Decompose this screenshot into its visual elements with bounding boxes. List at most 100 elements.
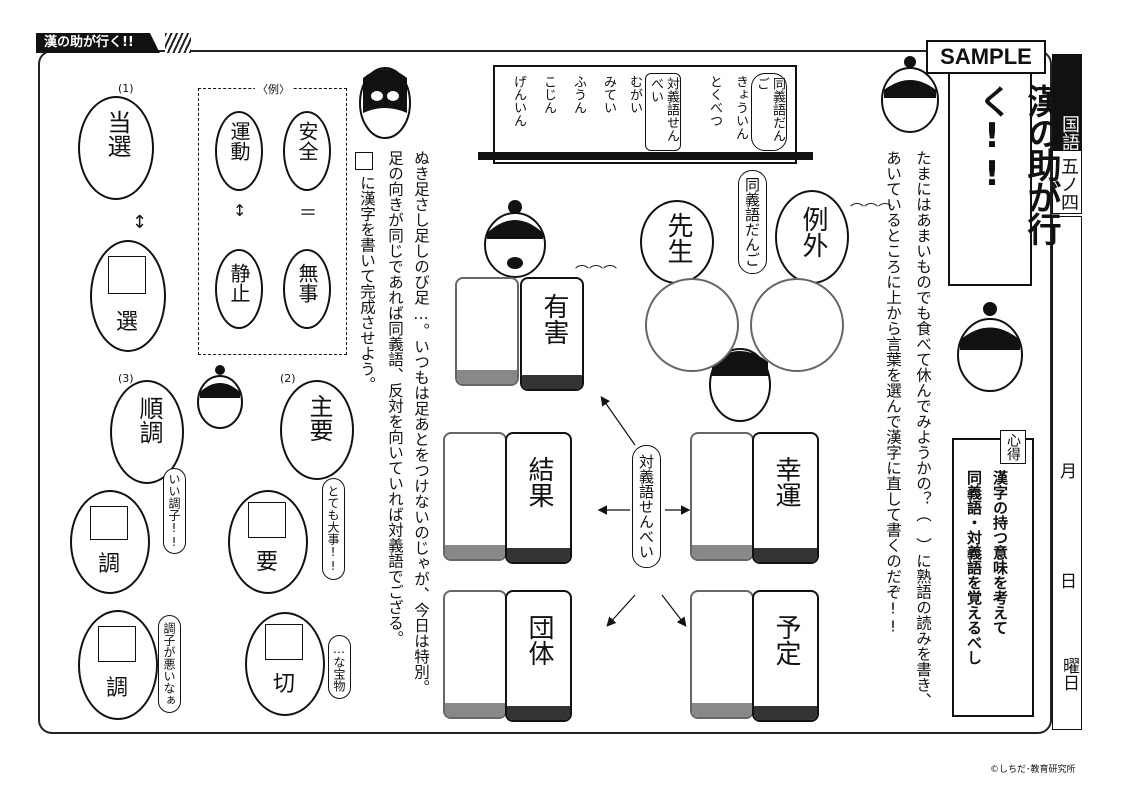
q3-answer-box-2[interactable] <box>98 626 136 662</box>
example-label: 〈例〉 <box>255 81 292 97</box>
q2-top-text: 主要 <box>305 394 333 442</box>
ninja-mascot-top-right <box>881 56 939 133</box>
example-foot-bot-right: 無事 <box>283 249 331 329</box>
ninja-mascot-right <box>957 302 1023 392</box>
example-arrow: ↕ <box>233 201 247 220</box>
dango-label: 同義語だんご <box>738 170 767 274</box>
q3-bubble-1: いい調子!! <box>163 468 186 554</box>
q1-answer-box[interactable] <box>108 256 146 294</box>
word-5: ふうん <box>571 75 586 114</box>
kokoroe-line2: 同義語・対義語を覚えるべし <box>965 470 983 665</box>
q2-bubble-2: …な宝物 <box>328 635 351 699</box>
instructions-intro: たまにはあまいものでも食べて休んでみようかの？（ ）に熟語の読みを書き、あいてい… <box>884 150 932 708</box>
word-6: こじん <box>541 75 556 114</box>
senbei-top-left: 有害 <box>520 277 584 391</box>
ninja-mascot-center <box>359 67 411 139</box>
example-top-left-text: 運動 <box>227 121 251 161</box>
example-foot-top-left: 運動 <box>215 111 263 191</box>
example-top-right-text: 安全 <box>295 121 319 161</box>
word-box: 同義語だんご 対義語せんべい きょういん とくべつ むがい みてい ふうん こじ… <box>493 65 797 164</box>
q3-bubble-2: 調子が悪いなぁ <box>158 615 181 713</box>
example-foot-top-right: 安全 <box>283 111 331 191</box>
worksheet-frame <box>38 50 1052 734</box>
kokoroe-label: 心得 <box>1000 430 1026 464</box>
word-box-base <box>478 152 813 160</box>
word-3: むがい <box>627 75 642 114</box>
q3-bot-char: 調 <box>106 676 129 701</box>
word-7: げんいん <box>511 75 526 127</box>
reading-blank-1[interactable]: ⌒⌒⌒ <box>575 265 617 281</box>
reading-blank-2[interactable]: ⌒⌒⌒ <box>850 203 892 219</box>
ninja-mascot-left <box>197 365 243 429</box>
q1-arrow: ↕ <box>132 212 148 233</box>
senbei-bot-left-blank <box>443 590 507 719</box>
dango-blank-right <box>750 278 844 372</box>
unit-label: 五ノ四 <box>1052 150 1082 214</box>
q3-top-text: 順調 <box>135 396 163 444</box>
q3-mid-char: 調 <box>98 552 121 577</box>
example-bot-left-text: 静止 <box>227 263 251 303</box>
date-weekday: 曜日 <box>1059 657 1079 691</box>
senbei-mid-left-text: 結果 <box>524 456 554 508</box>
senbei-top-left-text: 有害 <box>539 293 569 345</box>
q1-top-text: 当選 <box>103 110 131 158</box>
word-4: みてい <box>601 75 616 114</box>
word-2: とくべつ <box>707 75 722 127</box>
q2-mid-char: 要 <box>256 550 279 575</box>
date-column: 月 日 曜日 <box>1052 216 1082 730</box>
copyright: ©しちだ･教育研究所 <box>990 765 1076 775</box>
word-box-tag-dougigo: 同義語だんご <box>751 73 787 151</box>
q3-foot-mid: 調 <box>70 490 150 594</box>
dango-right-text: 例外 <box>798 206 828 258</box>
example-box: 〈例〉 運動 安全 ↕ ＝ 静止 無事 <box>198 81 347 355</box>
q2-bot-char: 切 <box>273 672 296 697</box>
example-bot-right-text: 無事 <box>295 263 319 303</box>
q2-answer-box-2[interactable] <box>265 624 303 660</box>
senbei-mid-left: 結果 <box>505 432 572 564</box>
dango-right: 例外 <box>775 190 849 284</box>
q1-foot-top: 当選 <box>78 96 154 200</box>
header-stripes <box>165 33 191 53</box>
date-day: 日 <box>1060 572 1077 592</box>
ninja-mascot-surprised <box>484 200 546 278</box>
senbei-bot-right-text: 予定 <box>771 614 801 666</box>
dango-left-text: 先生 <box>663 212 693 264</box>
q2-foot-mid: 要 <box>228 490 308 594</box>
title-banner: 漢の助が行く!! <box>948 72 1061 286</box>
q3-answer-box-1[interactable] <box>90 506 128 540</box>
q2-foot-top: 主要 <box>280 380 354 480</box>
dango-left: 先生 <box>640 200 714 284</box>
senbei-bot-left: 団体 <box>505 590 572 722</box>
example-equal: ＝ <box>299 203 317 224</box>
q1-bottom-char: 選 <box>116 310 139 335</box>
kanji-answer-box-sample <box>355 152 373 170</box>
instructions-footsteps-2: に漢字を書いて完成させよう。 <box>358 175 376 392</box>
senbei-mid-right-blank <box>690 432 754 561</box>
senbei-bot-right: 予定 <box>752 590 819 722</box>
q2-foot-bottom: 切 <box>245 612 325 716</box>
senbei-bot-left-text: 団体 <box>524 614 554 666</box>
title-banner-text: 漢の助が行く!! <box>972 84 1061 244</box>
example-foot-bot-left: 静止 <box>215 249 263 329</box>
senbei-bot-right-blank <box>690 590 754 719</box>
word-1: きょういん <box>733 75 748 140</box>
q1-foot-bottom: 選 <box>90 240 166 352</box>
q3-foot-bottom: 調 <box>78 610 158 720</box>
q3-number: (3) <box>118 372 134 385</box>
header-tab: 漢の助が行く!! <box>36 33 160 53</box>
senbei-arrows <box>597 396 691 627</box>
senbei-top-left-blank <box>455 277 519 386</box>
instructions-footsteps: ぬき足さし足しのび足…。いつもは足あとをつけないのじゃが、今日は特別。足の向きが… <box>386 150 430 695</box>
word-box-tag-taigigo: 対義語せんべい <box>645 73 681 151</box>
senbei-mid-left-blank <box>443 432 507 561</box>
kokoroe-line1: 漢字の持つ意味を考えて <box>991 470 1009 635</box>
senbei-label: 対義語せんべい <box>632 445 661 568</box>
q2-bubble-1: とても大事!! <box>322 478 345 580</box>
kokoroe-scroll: 心得 漢字の持つ意味を考えて 同義語・対義語を覚えるべし <box>952 430 1034 717</box>
q2-answer-box-1[interactable] <box>248 502 286 538</box>
senbei-mid-right-text: 幸運 <box>771 456 801 508</box>
senbei-mid-right: 幸運 <box>752 432 819 564</box>
q1-number: (1) <box>118 82 134 95</box>
q3-foot-top: 順調 <box>110 380 184 484</box>
q2-number: (2) <box>280 372 296 385</box>
